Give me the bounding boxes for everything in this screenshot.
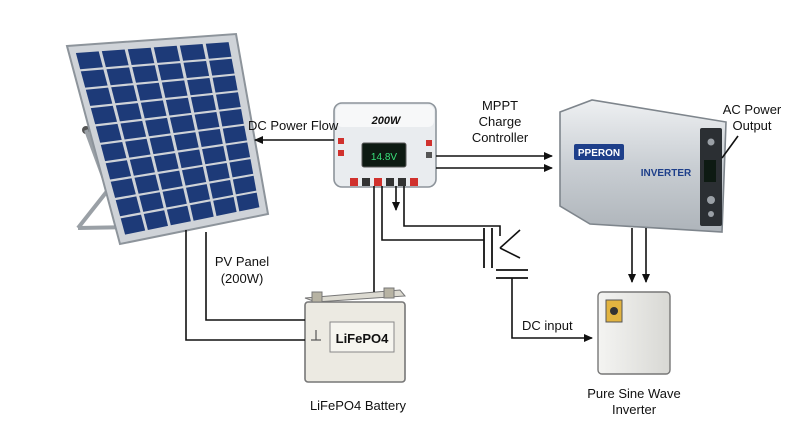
panel-cell: [157, 63, 184, 81]
panel-cell: [186, 184, 210, 204]
panel-cell: [153, 45, 180, 63]
mppt-charge-controller: 200W 14.8V: [333, 102, 437, 188]
panel-cell: [134, 174, 160, 194]
panel-cell: [202, 146, 227, 165]
panel-cell: [198, 129, 223, 147]
panel-cell: [179, 44, 206, 61]
panel-cell: [153, 153, 179, 172]
panel-cell: [216, 92, 241, 110]
panel-cell: [115, 196, 141, 217]
panel-cell: [105, 160, 132, 180]
panel-cell: [213, 197, 237, 216]
pure-sine-wave-box: [597, 291, 671, 375]
panel-cell: [140, 100, 167, 119]
panel-cell: [182, 166, 207, 186]
panel-cell: [187, 78, 213, 96]
panel-cell: [101, 49, 129, 68]
wiring: [185, 135, 739, 342]
panel-cell: [209, 58, 235, 76]
panel-cell: [183, 61, 210, 78]
panel-cell: [219, 109, 244, 127]
inverter-brand: PPERON: [578, 148, 620, 159]
label-mppt-line2: Charge: [479, 114, 522, 129]
panel-cell: [132, 65, 159, 83]
panel-cell: [149, 135, 175, 155]
label-pv-panel-line2: (200W): [221, 271, 264, 286]
controller-rating: 200W: [371, 115, 402, 127]
panel-cell: [158, 170, 183, 190]
label-psw-line2: Inverter: [612, 402, 657, 417]
label-battery-caption: LiFePO4 Battery: [310, 398, 407, 413]
panel-cell: [125, 138, 151, 158]
panel-cell: [80, 69, 108, 88]
panel-cell: [161, 80, 188, 98]
panel-cell: [166, 205, 191, 226]
panel-cell: [129, 156, 155, 176]
panel-cell: [226, 142, 251, 161]
panel-cell: [162, 188, 187, 208]
label-dc-power-flow: DC Power Flow: [248, 118, 339, 133]
panel-cell: [143, 210, 168, 230]
panel-cell: [194, 112, 220, 130]
inverter-unit: PPERON INVERTER: [559, 99, 727, 233]
label-ac-output-line1: AC Power: [723, 102, 782, 117]
panel-cell: [222, 125, 247, 144]
panel-cell-grid: [75, 42, 260, 235]
controller-display: 14.8V: [371, 152, 397, 163]
panel-cell: [229, 159, 254, 178]
label-mppt-line1: MPPT: [482, 98, 518, 113]
label-dc-input: DC input: [522, 318, 573, 333]
panel-cell: [165, 97, 192, 116]
panel-cell: [174, 132, 199, 151]
panel-cell: [205, 163, 230, 182]
panel-cell: [90, 105, 117, 125]
panel-cell: [127, 47, 155, 65]
controller-terminals: [350, 178, 418, 186]
panel-cell: [136, 82, 163, 101]
panel-cell: [111, 85, 138, 104]
panel-cell: [209, 180, 234, 199]
label-ac-output-line2: Output: [732, 118, 771, 133]
lifepo4-battery: LiFePO4: [304, 287, 407, 383]
panel-cell: [110, 178, 136, 198]
panel-cell: [120, 214, 146, 235]
panel-cell: [190, 201, 214, 221]
panel-cell: [190, 95, 216, 113]
panel-cell: [145, 117, 171, 137]
inverter-model: INVERTER: [641, 168, 692, 179]
panel-cell: [85, 87, 113, 106]
panel-cell: [236, 192, 260, 212]
panel-cell: [95, 123, 122, 143]
panel-cell: [139, 192, 164, 212]
panel-cell: [75, 51, 103, 70]
label-psw-line1: Pure Sine Wave: [587, 386, 680, 401]
capacitor-symbol: [483, 228, 528, 279]
solar-panel: [65, 32, 270, 246]
label-mppt-line3: Controller: [472, 130, 529, 145]
panel-cell: [212, 75, 238, 93]
panel-cell: [100, 142, 127, 162]
panel-cell: [205, 42, 232, 59]
panel-cell: [169, 114, 195, 133]
panel-cell: [120, 120, 147, 140]
panel-cell: [115, 103, 142, 122]
panel-cell: [178, 149, 203, 169]
panel-cell: [106, 67, 133, 86]
panel-cell: [232, 175, 257, 195]
label-pv-panel-line1: PV Panel: [215, 254, 269, 269]
battery-label: LiFePO4: [336, 331, 390, 346]
